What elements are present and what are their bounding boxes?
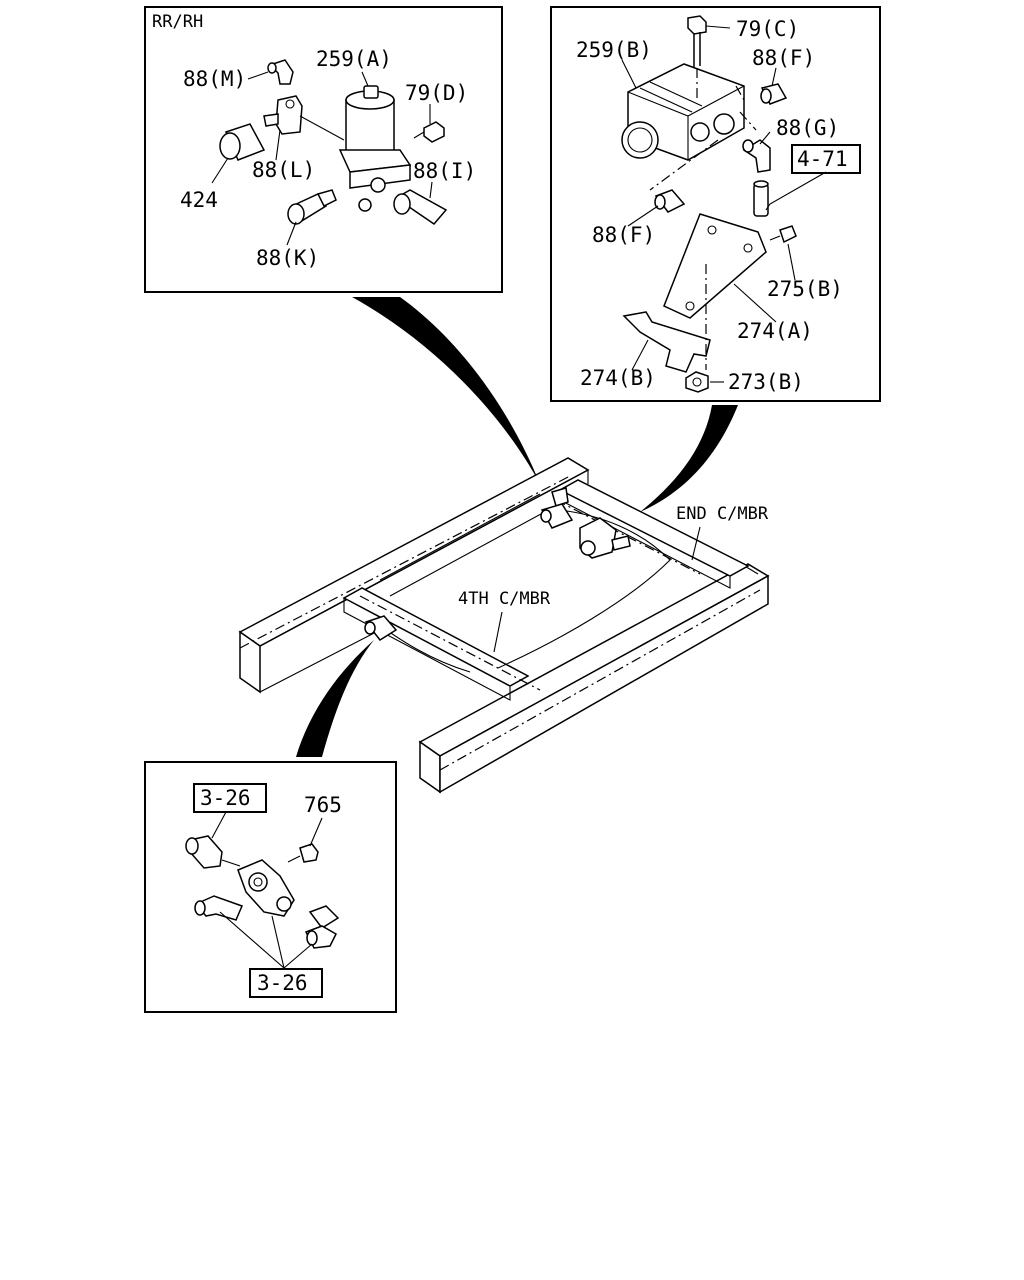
fitting-88f-top <box>760 83 788 105</box>
pipe-4-71 <box>753 180 769 217</box>
bolt-79d <box>413 121 445 143</box>
label-274a: 274(A) <box>737 319 813 343</box>
label-end-cmbr: END C/MBR <box>676 504 769 524</box>
label-765: 765 <box>304 793 342 817</box>
frame-pump-assembly <box>540 487 574 529</box>
wedge-valve <box>640 405 738 512</box>
central-fitting <box>237 859 295 917</box>
label-ref-4-71: 4-71 <box>797 147 848 171</box>
label-88l: 88(L) <box>252 158 315 182</box>
leader-wedges <box>296 297 738 757</box>
label-88f-bottom: 88(F) <box>592 223 655 247</box>
label-88m: 88(M) <box>183 67 246 91</box>
fitting-88f-bottom <box>654 189 686 213</box>
bolt-765 <box>287 843 319 863</box>
label-88f-top: 88(F) <box>752 46 815 70</box>
wedge-lower <box>296 640 374 757</box>
connector-88k <box>287 189 337 225</box>
pressure-sensor <box>185 835 241 869</box>
elbow-88g <box>742 139 771 173</box>
detail-frame-valve <box>550 6 881 402</box>
bracket-274a <box>663 213 767 319</box>
label-88g: 88(G) <box>776 116 839 140</box>
label-275b: 275(B) <box>767 277 843 301</box>
detail-box-lower: 3-26 765 3-26 <box>144 761 397 1013</box>
label-79d: 79(D) <box>405 81 468 105</box>
label-259a: 259(A) <box>316 47 392 71</box>
plate-274b <box>622 311 711 373</box>
filter-424 <box>219 123 266 161</box>
bolt-275b <box>769 225 797 244</box>
chassis-frame: END C/MBR 4TH C/MBR <box>238 457 770 794</box>
label-273b: 273(B) <box>728 370 804 394</box>
detail-box-rr-rh: RR/RH <box>144 6 503 293</box>
bolt-79c <box>687 15 707 68</box>
label-79c: 79(C) <box>736 17 799 41</box>
detail-frame-rr-rh <box>144 6 503 293</box>
tee-88l <box>263 95 303 135</box>
fitting-right-lower <box>304 925 337 949</box>
pump-259a <box>338 85 412 212</box>
fitting-right-upper <box>308 905 340 930</box>
label-ref-3-26-bottom: 3-26 <box>257 971 308 995</box>
elbow-fitting-left <box>194 895 244 921</box>
ref-box-3-26-top <box>193 783 267 813</box>
label-ref-3-26-top: 3-26 <box>200 786 251 810</box>
elbow-88m <box>267 59 294 85</box>
ref-box-3-26-bottom <box>249 968 323 998</box>
frame-valve-assembly <box>579 517 631 559</box>
label-259b: 259(B) <box>576 38 652 62</box>
valve-259b <box>621 63 745 161</box>
label-424: 424 <box>180 188 218 212</box>
frame-sensor-assembly <box>364 615 398 641</box>
detail-box-valve: 79(C) 259(B) 88(F) 88(G) 4-71 88(F) 275(… <box>550 6 881 402</box>
fitting-88i <box>393 189 448 225</box>
detail-frame-lower <box>144 761 397 1013</box>
label-88k: 88(K) <box>256 246 319 270</box>
detail-header: RR/RH <box>152 12 203 32</box>
ref-box-4-71 <box>791 144 861 174</box>
label-4th-cmbr: 4TH C/MBR <box>458 589 551 609</box>
label-274b: 274(B) <box>580 366 656 390</box>
nut-273b <box>685 371 709 393</box>
label-88i: 88(I) <box>413 159 476 183</box>
wedge-rr-rh <box>352 297 540 484</box>
